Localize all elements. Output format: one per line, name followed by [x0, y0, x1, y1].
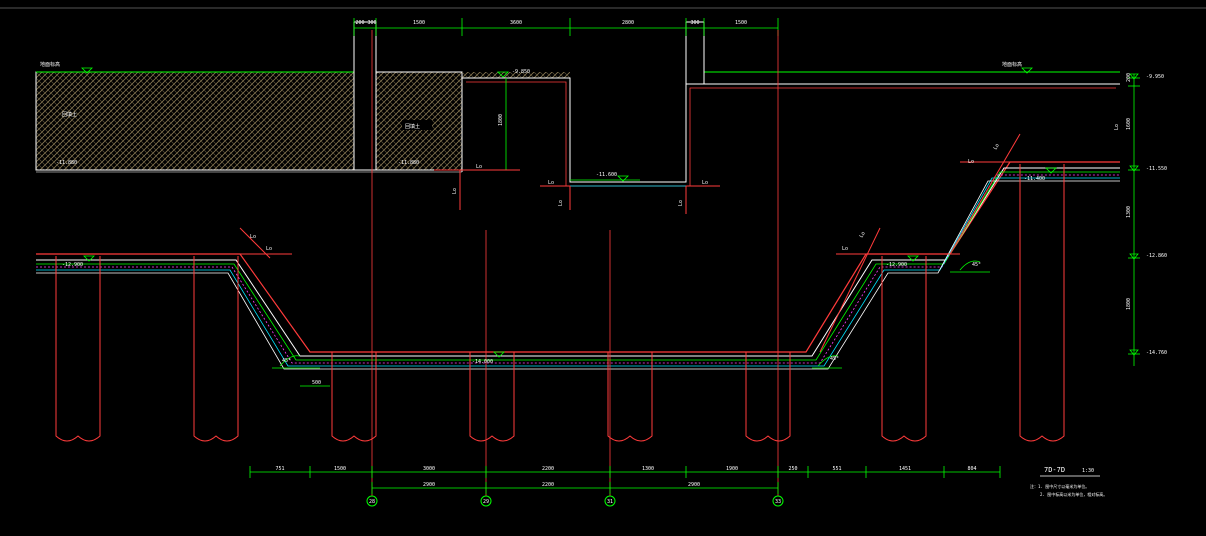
ground-marker-right: [1021, 67, 1033, 74]
svg-text:Lo: Lo: [968, 159, 974, 165]
slope-angles: 45° 45° 45°: [272, 260, 990, 369]
section-scale: 1:30: [1082, 468, 1094, 474]
walls: [36, 21, 1120, 187]
axis-label-28: 28: [369, 499, 375, 505]
fill-left-hatch: [35, 71, 355, 171]
step-dim: 500: [312, 380, 321, 386]
fill-label-middle-tag: [402, 120, 432, 130]
svg-text:2200: 2200: [542, 466, 554, 472]
svg-text:Lo: Lo: [859, 231, 867, 239]
lap-labels: Lo Lo Lo Lo Lo Lo Lo: [250, 159, 974, 252]
svg-text:Lo: Lo: [548, 180, 554, 186]
piles: [55, 164, 1065, 442]
right-scale-spans: 200 1600 1300 1800: [1126, 73, 1132, 310]
svg-text:-14.760: -14.760: [1146, 350, 1167, 356]
bottom-dims-row1: 751 1500 3000 2200 1300 1900 250 551 145…: [275, 466, 976, 472]
svg-text:Lo: Lo: [1114, 124, 1120, 130]
svg-text:-12.860: -12.860: [1146, 253, 1167, 259]
elevation-pit-bottom: -11.600: [596, 172, 617, 178]
svg-text:300: 300: [367, 20, 376, 26]
svg-text:-11.550: -11.550: [1146, 166, 1167, 172]
svg-text:Lo: Lo: [250, 234, 256, 240]
svg-text:1500: 1500: [413, 20, 425, 26]
svg-text:Lo: Lo: [476, 164, 482, 170]
svg-text:2900: 2900: [688, 482, 700, 488]
svg-text:3600: 3600: [510, 20, 522, 26]
svg-text:Lo: Lo: [678, 200, 684, 206]
bottom-dim-lines: [249, 466, 1001, 494]
svg-text:Lo: Lo: [842, 246, 848, 252]
svg-text:200: 200: [1126, 73, 1132, 82]
elevation-left-terrace: -12.900: [62, 262, 83, 268]
svg-text:1451: 1451: [899, 466, 911, 472]
note-line-2: 2. 图中标高以米为单位，相对标高。: [1040, 491, 1107, 497]
svg-text:751: 751: [275, 466, 284, 472]
svg-text:Lo: Lo: [266, 246, 272, 252]
fill-label-left: 回填土: [62, 111, 77, 118]
ground-marker-left: [81, 67, 93, 74]
ground-label-left: 地面标高: [40, 61, 60, 68]
elevation-center-bottom: -14.000: [472, 359, 493, 365]
right-scale: [1128, 73, 1140, 366]
elevation-left-wall-base: -11.880: [56, 160, 77, 166]
svg-text:Lo: Lo: [558, 200, 564, 206]
svg-text:551: 551: [832, 466, 841, 472]
pit-bottom-marker: [617, 175, 629, 182]
svg-text:1500: 1500: [735, 20, 747, 26]
svg-text:1300: 1300: [1126, 206, 1132, 218]
svg-text:1900: 1900: [726, 466, 738, 472]
svg-text:2800: 2800: [622, 20, 634, 26]
svg-text:2900: 2900: [423, 482, 435, 488]
top-dimension-texts: 200 300 1500 3600 2800 300 1500: [355, 20, 747, 26]
svg-text:200: 200: [355, 20, 364, 26]
svg-text:1600: 1600: [1126, 118, 1132, 130]
lap-lines: [36, 133, 1120, 353]
svg-text:300: 300: [690, 20, 699, 26]
svg-text:1800: 1800: [1126, 298, 1132, 310]
pit-top-marker: [497, 71, 509, 78]
svg-text:45°: 45°: [830, 356, 839, 362]
elevation-right-high: -11.400: [1024, 176, 1045, 182]
svg-text:1300: 1300: [642, 466, 654, 472]
svg-text:Lo: Lo: [452, 188, 458, 194]
svg-text:250: 250: [788, 466, 797, 472]
svg-text:45°: 45°: [282, 358, 291, 364]
axis-bubbles: [366, 495, 784, 507]
note-line-1: 注：1. 图中尺寸以毫米为单位。: [1030, 483, 1089, 489]
svg-text:Lo: Lo: [993, 143, 1001, 151]
svg-text:45°: 45°: [972, 262, 981, 268]
svg-text:804: 804: [967, 466, 976, 472]
elevation-mid-wall-base: -11.880: [398, 160, 419, 166]
lap-vertical-labels: Lo Lo Lo Lo Lo Lo: [452, 124, 1120, 239]
fill-top-strip: [462, 72, 570, 78]
elevation-right-terrace: -12.900: [886, 262, 907, 268]
axis-lines: [371, 30, 779, 496]
axis-label-33: 33: [775, 499, 781, 505]
fill-label-middle: 回填土: [405, 123, 420, 130]
axis-label-29: 29: [483, 499, 489, 505]
right-scale-values: -9.950 -11.550 -12.860 -14.760: [1146, 74, 1167, 356]
axis-label-31: 31: [607, 499, 613, 505]
svg-text:2200: 2200: [542, 482, 554, 488]
svg-text:-9.950: -9.950: [1146, 74, 1164, 80]
svg-text:3000: 3000: [423, 466, 435, 472]
svg-text:1500: 1500: [334, 466, 346, 472]
axis-labels: 28 29 31 33: [369, 499, 781, 505]
pit-depth-dim: 1800: [498, 114, 504, 126]
ground-label-right: 地面标高: [1002, 61, 1022, 68]
section-title: 7D-7D: [1044, 466, 1065, 474]
top-dimensions: [353, 18, 779, 36]
bottom-dims-row2: 2900 2200 2900: [423, 482, 700, 488]
elevation-pit-top: -9.850: [512, 69, 530, 75]
svg-text:Lo: Lo: [702, 180, 708, 186]
slab-profile: [36, 161, 1120, 370]
